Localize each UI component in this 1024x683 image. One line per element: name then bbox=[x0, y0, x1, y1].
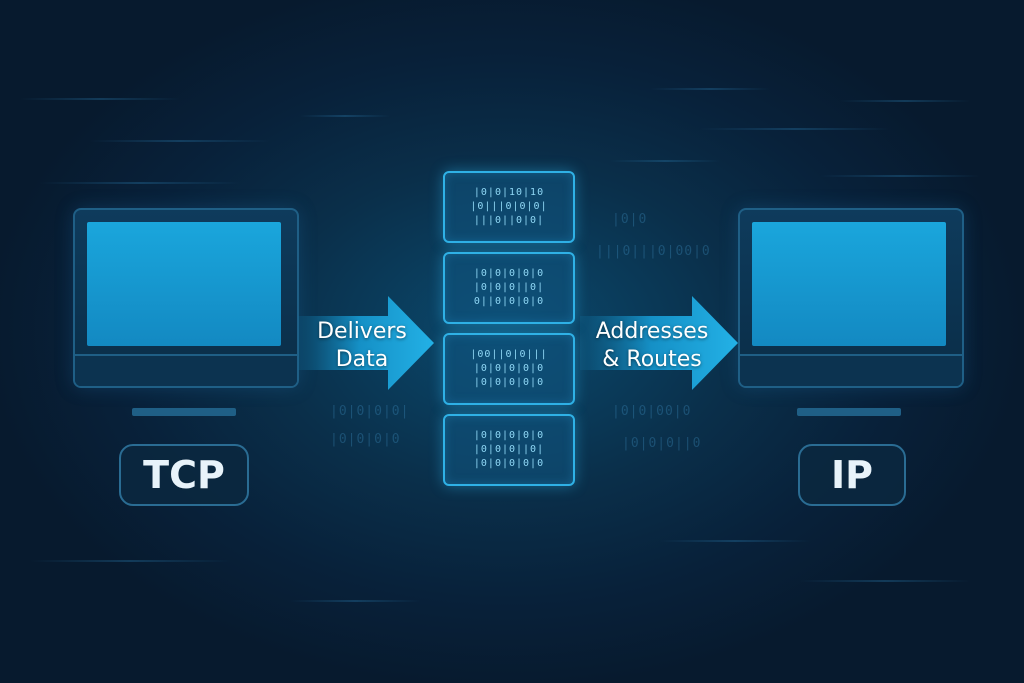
bg-streak bbox=[290, 600, 420, 602]
packet-bits: |00||0|0||| bbox=[470, 349, 548, 360]
data-packet-icon: |0|0|0|0|0 |0|0|0||0| |0|0|0|0|0 bbox=[443, 414, 575, 486]
arrow-right-icon bbox=[580, 296, 738, 390]
bg-streak bbox=[20, 98, 180, 100]
ip-label: IP bbox=[831, 453, 873, 497]
arrow-right-icon bbox=[298, 296, 434, 390]
bg-binary: |0|0|00|0 bbox=[612, 404, 692, 419]
bg-streak bbox=[820, 175, 980, 177]
bg-streak bbox=[300, 115, 390, 117]
packet-bits: |0|0|0|0|0 bbox=[473, 430, 545, 441]
arrow-label-line: & Routes bbox=[602, 347, 702, 372]
monitor-stand bbox=[797, 408, 901, 416]
data-packet-icon: |0|0|0|0|0 |0|0|0||0| 0||0|0|0|0 bbox=[443, 252, 575, 324]
arrow-label-delivers-data: Delivers Data bbox=[308, 318, 416, 374]
monitor-chin bbox=[740, 354, 962, 386]
packet-bits: |0|0|0||0| bbox=[473, 282, 545, 293]
bg-streak bbox=[90, 140, 270, 142]
packet-bits: |0|0|0|0|0 bbox=[473, 363, 545, 374]
packet-bits: |0|0|0||0| bbox=[473, 444, 545, 455]
bg-binary: |0|0|0|0 bbox=[330, 432, 401, 447]
ip-label-box: IP bbox=[798, 444, 906, 506]
bg-streak bbox=[30, 560, 230, 562]
bg-streak bbox=[610, 160, 720, 162]
data-packet-icon: |00||0|0||| |0|0|0|0|0 |0|0|0|0|0 bbox=[443, 333, 575, 405]
packet-bits: |||0||0|0| bbox=[473, 215, 545, 226]
arrow-label-addresses-routes: Addresses & Routes bbox=[584, 318, 720, 374]
bg-streak bbox=[650, 88, 770, 90]
arrow-label-line: Delivers bbox=[317, 319, 407, 344]
data-packet-icon: |0|0|10|10 |0|||0|0|0| |||0||0|0| bbox=[443, 171, 575, 243]
packet-bits: |0|0|0|0|0 bbox=[473, 377, 545, 388]
monitor-screen bbox=[87, 222, 281, 346]
bg-binary: |0|0|0|0| bbox=[330, 404, 410, 419]
bg-streak bbox=[700, 128, 890, 130]
packet-bits: |0|0|0|0|0 bbox=[473, 458, 545, 469]
bg-streak bbox=[40, 182, 240, 184]
tcp-label-box: TCP bbox=[119, 444, 249, 506]
bg-streak bbox=[660, 540, 810, 542]
bg-binary: |||0|||0|00|0 bbox=[596, 244, 711, 259]
monitor-icon bbox=[73, 208, 299, 388]
packet-bits: 0||0|0|0|0 bbox=[473, 296, 545, 307]
bg-binary: |0|0 bbox=[612, 212, 648, 227]
packet-bits: |0|0|10|10 bbox=[473, 187, 545, 198]
packet-bits: |0|||0|0|0| bbox=[470, 201, 548, 212]
bg-streak bbox=[800, 580, 970, 582]
monitor-screen bbox=[752, 222, 946, 346]
arrow-label-line: Addresses bbox=[595, 319, 709, 344]
monitor-chin bbox=[75, 354, 297, 386]
monitor-icon bbox=[738, 208, 964, 388]
bg-binary: |0|0|0||0 bbox=[622, 436, 702, 451]
packet-bits: |0|0|0|0|0 bbox=[473, 268, 545, 279]
bg-streak bbox=[840, 100, 970, 102]
tcp-label: TCP bbox=[143, 453, 225, 497]
arrow-label-line: Data bbox=[335, 347, 389, 372]
monitor-stand bbox=[132, 408, 236, 416]
